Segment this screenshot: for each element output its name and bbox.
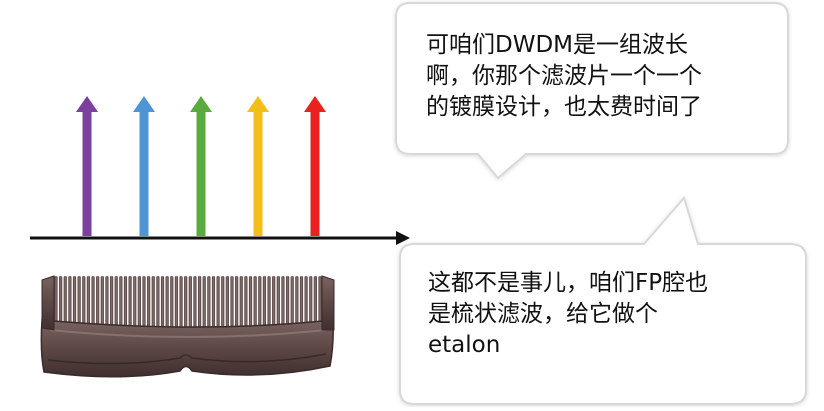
bubble-top-line-1: 可咱们DWDM是一组波长 bbox=[426, 32, 689, 58]
comb-tooth bbox=[207, 276, 211, 328]
comb-tooth bbox=[119, 276, 123, 328]
comb-tooth bbox=[96, 276, 100, 328]
comb-tooth bbox=[160, 276, 165, 328]
comb-tooth bbox=[197, 276, 202, 328]
bubble-bottom-line-1: 这都不是事儿，咱们FP腔也 bbox=[428, 270, 709, 296]
comb-tooth bbox=[290, 276, 294, 328]
comb-tooth bbox=[281, 276, 285, 328]
comb-tooth bbox=[267, 276, 271, 328]
speech-bubble-bottom bbox=[399, 195, 807, 405]
comb-tooth bbox=[156, 276, 160, 328]
comb-tooth bbox=[244, 276, 248, 328]
comb-tooth bbox=[72, 276, 77, 328]
bubble-top-line-2: 啊，你那个滤波片一个一个 bbox=[426, 63, 702, 89]
comb-tooth bbox=[299, 276, 304, 328]
comb-tooth bbox=[225, 276, 229, 328]
comb-tooth bbox=[68, 276, 72, 328]
wavelength-arrows bbox=[76, 96, 326, 236]
comb-tooth bbox=[318, 276, 322, 328]
speech-bubble-top bbox=[395, 2, 789, 180]
comb-tooth bbox=[151, 276, 155, 328]
comb-tooth bbox=[77, 276, 81, 328]
comb-tooth bbox=[285, 276, 290, 328]
comb-tooth bbox=[202, 276, 206, 328]
bubble-bottom-line-3: etalon bbox=[428, 332, 501, 358]
comb-tooth bbox=[248, 276, 253, 328]
comb-tooth bbox=[230, 276, 234, 328]
comb-tooth bbox=[63, 276, 67, 328]
comb-tooth bbox=[216, 276, 220, 328]
bubble-bottom-line-2: 是梳状滤波，给它做个 bbox=[428, 301, 658, 327]
bubble-top-line-3: 的镀膜设计，也太费时间了 bbox=[426, 94, 702, 120]
comb-tooth bbox=[128, 276, 132, 328]
comb-tooth bbox=[304, 276, 308, 328]
comb-spine-ridge bbox=[47, 353, 327, 365]
comb-tooth bbox=[100, 276, 104, 328]
comb-tooth bbox=[133, 276, 137, 328]
comb-right-cap bbox=[321, 275, 335, 331]
comb-tooth bbox=[147, 276, 151, 328]
green-arrow bbox=[190, 96, 212, 236]
comb-tooth bbox=[253, 276, 257, 328]
blue-arrow bbox=[133, 96, 155, 236]
comb-spine bbox=[40, 319, 334, 378]
comb-tooth bbox=[295, 276, 299, 328]
comb-tooth bbox=[91, 276, 95, 328]
bubble-top-text: 可咱们DWDM是一组波长 啊，你那个滤波片一个一个 的镀膜设计，也太费时间了 bbox=[426, 30, 702, 123]
comb-tooth bbox=[114, 276, 118, 328]
comb-tooth bbox=[239, 276, 243, 328]
comb-tooth bbox=[313, 276, 317, 328]
comb-tooth bbox=[221, 276, 225, 328]
comb-tooth bbox=[142, 276, 146, 328]
axis-arrowhead bbox=[396, 231, 410, 245]
yellow-arrow bbox=[247, 96, 269, 236]
comb-tooth bbox=[276, 276, 280, 328]
comb-tooth bbox=[123, 276, 128, 328]
comb-tooth bbox=[165, 276, 169, 328]
red-arrow bbox=[304, 96, 326, 236]
comb-tooth bbox=[174, 276, 179, 328]
comb-tooth bbox=[82, 276, 86, 328]
comb-tooth bbox=[137, 276, 141, 328]
comb-tooth bbox=[170, 276, 174, 328]
purple-arrow bbox=[76, 96, 98, 236]
comb-tooth bbox=[105, 276, 109, 328]
comb-tooth bbox=[184, 276, 188, 328]
comb-tooth bbox=[59, 276, 63, 328]
comb-tooth bbox=[262, 276, 267, 328]
comb-tooth bbox=[109, 276, 114, 328]
bubble-bottom-text: 这都不是事儿，咱们FP腔也 是梳状滤波，给它做个 etalon bbox=[428, 268, 708, 361]
comb-tooth bbox=[309, 276, 313, 328]
comb-left-cap bbox=[41, 275, 55, 331]
comb-tooth bbox=[54, 276, 58, 328]
comb-tooth bbox=[188, 276, 192, 328]
comb-tooth bbox=[258, 276, 262, 328]
comb-tooth bbox=[211, 276, 216, 328]
comb-tooth bbox=[179, 276, 183, 328]
comb-spine-highlight bbox=[49, 329, 327, 338]
comb-tooth bbox=[235, 276, 239, 328]
comb-tooth bbox=[193, 276, 197, 328]
comb-tooth bbox=[86, 276, 91, 328]
comb-teeth bbox=[54, 276, 322, 328]
comb-image bbox=[40, 275, 335, 378]
comb-tooth bbox=[272, 276, 276, 328]
